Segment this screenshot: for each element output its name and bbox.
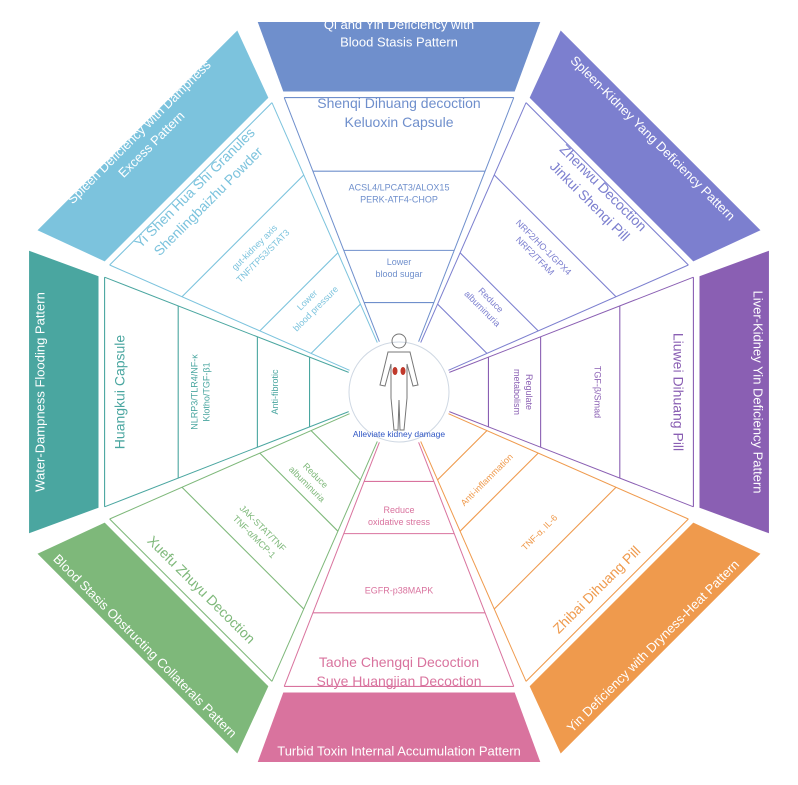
formula-label-liver-kidney-yin-group: Liuwei Dihuang Pill	[671, 333, 687, 451]
pathway-label-yin-dryness-heat-group: TNF-α, IL-6	[520, 513, 560, 553]
center-group: Alleviate kidney damage	[348, 333, 450, 443]
sector-divider-blood-stasis-0	[271, 441, 378, 682]
sector-divider-yin-dryness-heat-1	[420, 441, 527, 682]
pattern-band-spleen-kidney-yang	[529, 30, 761, 262]
pattern-label-water-dampness: Water-Dampness Flooding Pattern	[33, 292, 48, 492]
formula-label-liver-kidney-yin: Liuwei Dihuang Pill	[671, 333, 687, 451]
pattern-band-turbid-toxin	[257, 692, 541, 762]
pattern-band-blood-stasis	[37, 522, 269, 754]
formula-label-qi-yin: Shenqi Dihuang decoction	[317, 95, 480, 111]
sector-divider-turbid-toxin-0	[418, 442, 515, 687]
sector-divider-yin-dryness-heat-0	[448, 413, 689, 520]
ring-edge-spleen-dampness-0	[109, 102, 273, 266]
effect-label-qi-yin: Lower	[387, 257, 412, 267]
pathway-label-water-dampness: Klotho/TGF-β1	[202, 362, 212, 421]
sector-divider-spleen-kidney-yang-0	[420, 102, 527, 343]
pattern-band-spleen-dampness	[37, 30, 269, 262]
ring-edge-blood-stasis-1	[181, 486, 305, 610]
sector-divider-water-dampness-1	[104, 276, 349, 373]
sector-divider-qi-yin-0	[283, 97, 380, 342]
effect-label-water-dampness-group: Anti-fibrotic	[270, 369, 280, 415]
center-circle	[348, 341, 450, 443]
sector-divider-blood-stasis-1	[109, 413, 350, 520]
center-label: Alleviate kidney damage	[353, 429, 445, 439]
pattern-band-yin-dryness-heat	[529, 522, 761, 754]
ring-edge-yin-dryness-heat-1	[493, 486, 617, 610]
effect-label-turbid-toxin: oxidative stress	[368, 517, 431, 527]
pathway-label-yin-dryness-heat: TNF-α, IL-6	[520, 513, 560, 553]
sector-divider-spleen-dampness-1	[271, 102, 378, 343]
sector-divider-spleen-dampness-0	[109, 264, 350, 371]
ring-edge-spleen-dampness-1	[181, 174, 305, 298]
pattern-label-water-dampness-group: Water-Dampness Flooding Pattern	[33, 292, 48, 492]
formula-label-water-dampness-group: Huangkui Capsule	[111, 335, 127, 450]
pattern-label-qi-yin: Qi and Yin Deficiency with	[324, 17, 474, 32]
effect-label-liver-kidney-yin: metabolism	[512, 369, 522, 415]
effect-label-liver-kidney-yin: Regulate	[524, 374, 534, 410]
pathway-label-turbid-toxin-group: EGFR-p38MAPK	[365, 586, 434, 596]
effect-label-yin-dryness-heat-group: Anti-inflammation	[459, 452, 515, 508]
sector-divider-qi-yin-1	[418, 97, 515, 342]
effect-label-water-dampness: Anti-fibrotic	[270, 369, 280, 415]
pattern-label-turbid-toxin: Turbid Toxin Internal Accumulation Patte…	[277, 744, 521, 759]
pattern-label-qi-yin: Blood Stasis Pattern	[340, 34, 458, 49]
pathway-label-liver-kidney-yin: TGF-β/Smad	[592, 366, 602, 418]
sector-divider-water-dampness-0	[104, 411, 349, 508]
ring-edge-spleen-dampness-3	[310, 303, 361, 354]
ring-edge-spleen-kidney-yang-3	[437, 303, 488, 354]
ring-edge-yin-dryness-heat-2	[459, 452, 539, 532]
formula-label-turbid-toxin: Taohe Chengqi Decoction	[319, 654, 479, 670]
human-body-icon	[379, 333, 419, 431]
pathway-label-water-dampness: NLRP3/TLR4/NF-κ	[190, 354, 200, 430]
ring-edge-spleen-kidney-yang-2	[459, 252, 539, 332]
pattern-band-water-dampness	[29, 250, 99, 534]
outer-pattern-bands	[29, 22, 769, 762]
ring-edge-spleen-dampness-2	[259, 252, 339, 332]
ring-edge-yin-dryness-heat-3	[437, 430, 488, 481]
effect-label-turbid-toxin: Reduce	[383, 505, 414, 515]
pathway-label-qi-yin: PERK-ATF4-CHOP	[360, 195, 438, 205]
ring-edge-blood-stasis-3	[310, 430, 361, 481]
ring-edge-blood-stasis-0	[109, 518, 273, 682]
formula-label-water-dampness: Huangkui Capsule	[111, 335, 127, 450]
pathway-label-turbid-toxin: EGFR-p38MAPK	[365, 586, 434, 596]
pattern-band-qi-yin	[257, 22, 541, 92]
pattern-label-turbid-toxin-group: Turbid Toxin Internal Accumulation Patte…	[277, 744, 521, 759]
sector-divider-spleen-kidney-yang-1	[448, 264, 689, 371]
sector-divider-liver-kidney-yin-1	[449, 411, 694, 508]
pathway-label-liver-kidney-yin-group: TGF-β/Smad	[592, 366, 602, 418]
ring-edge-spleen-kidney-yang-0	[525, 102, 689, 266]
ring-edge-blood-stasis-2	[259, 452, 339, 532]
formula-label-turbid-toxin: Suye Huangjian Decoction	[317, 673, 482, 689]
effect-label-qi-yin: blood sugar	[375, 269, 422, 279]
ring-edge-yin-dryness-heat-0	[525, 518, 689, 682]
sector-divider-liver-kidney-yin-0	[449, 276, 694, 373]
pattern-label-liver-kidney-yin-group: Liver-Kidney Yin Deficiency Pattern	[751, 290, 766, 493]
pattern-label-liver-kidney-yin: Liver-Kidney Yin Deficiency Pattern	[751, 290, 766, 493]
formula-label-qi-yin: Keluoxin Capsule	[345, 114, 454, 130]
effect-label-yin-dryness-heat: Anti-inflammation	[459, 452, 515, 508]
pattern-band-liver-kidney-yin	[699, 250, 769, 534]
ring-edge-spleen-kidney-yang-1	[493, 174, 617, 298]
pathway-label-qi-yin: ACSL4/LPCAT3/ALOX15	[349, 183, 450, 193]
sector-lines	[104, 97, 694, 687]
sector-divider-turbid-toxin-1	[283, 442, 380, 687]
effect-label-turbid-toxin-group: Reduce oxidative stress	[368, 505, 431, 527]
effect-label-qi-yin-group: Lower blood sugar	[375, 257, 422, 279]
